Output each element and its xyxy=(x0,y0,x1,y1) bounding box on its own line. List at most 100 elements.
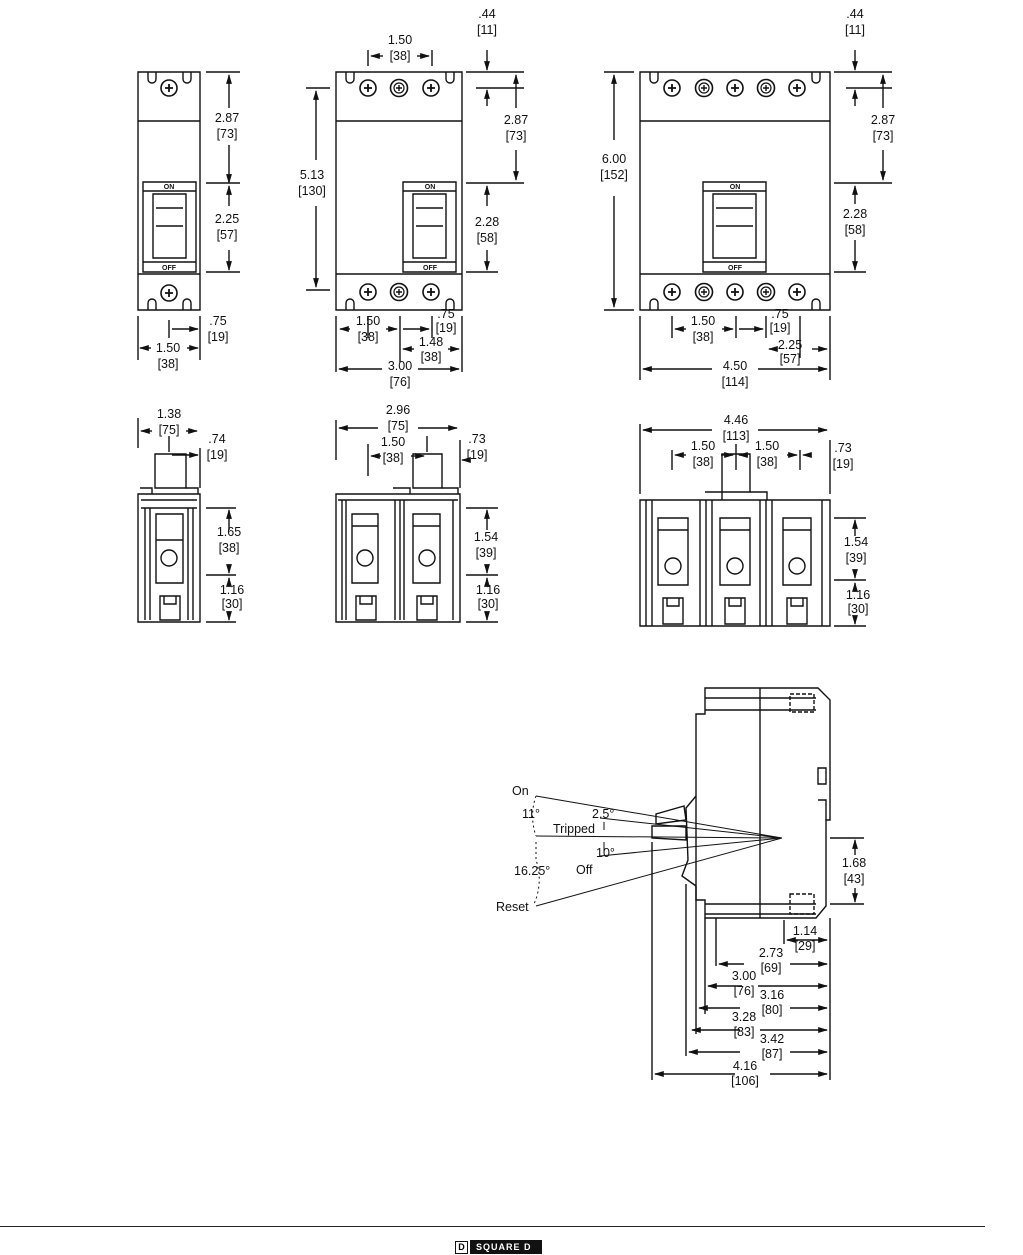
dim-metric: [38] xyxy=(421,350,442,364)
dim-metric: [19] xyxy=(770,321,791,335)
dim-value: 1.48 xyxy=(419,335,443,349)
dim-value: 2.87 xyxy=(871,113,895,127)
lug-icon xyxy=(389,78,409,98)
angle-label: 11° xyxy=(522,807,540,821)
dim-value: 1.16 xyxy=(220,583,244,597)
logo-brand-text: SQUARE D xyxy=(470,1240,542,1254)
dim-value: 2.96 xyxy=(386,403,410,417)
dim-value: .73 xyxy=(468,432,485,446)
three-pole-end-dimensions: 4.46 [113] 1.50 [38] 1.50 [38] .73 [19] … xyxy=(691,413,870,616)
side-view xyxy=(532,687,864,1080)
handle-off-label: OFF xyxy=(162,265,177,272)
dim-value: 1.16 xyxy=(476,583,500,597)
handle-on-label: ON xyxy=(164,184,175,191)
screw-icon xyxy=(663,79,681,97)
dim-value: .75 xyxy=(437,307,454,321)
footer-rule xyxy=(0,1226,985,1227)
dim-value: 2.28 xyxy=(843,207,867,221)
position-off-label: Off xyxy=(576,863,593,877)
dim-metric: [80] xyxy=(762,1003,783,1017)
dim-value: 2.87 xyxy=(504,113,528,127)
position-tripped-label: Tripped xyxy=(553,822,595,836)
dim-value: 2.87 xyxy=(215,111,239,125)
lug-icon xyxy=(756,282,776,302)
dim-value: 1.54 xyxy=(474,530,498,544)
dim-value: 2.28 xyxy=(475,215,499,229)
dim-metric: [38] xyxy=(383,451,404,465)
dim-value: 2.73 xyxy=(759,946,783,960)
one-pole-top-view xyxy=(137,71,240,360)
handle-on-label: ON xyxy=(425,184,436,191)
dim-value: 4.46 xyxy=(724,413,748,427)
dim-value: 2.25 xyxy=(215,212,239,226)
three-pole-top-view xyxy=(604,50,892,380)
screw-icon xyxy=(359,79,377,97)
dim-metric: [19] xyxy=(436,321,457,335)
terminal-screws xyxy=(160,78,806,302)
one-pole-end-view xyxy=(137,418,236,623)
dim-value: 6.00 xyxy=(602,152,626,166)
dim-metric: [113] xyxy=(723,429,750,443)
dim-value: 1.50 xyxy=(388,33,412,47)
two-pole-end-dimensions: 2.96 [75] 1.50 [38] .73 [19] 1.54 [39] 1… xyxy=(381,403,500,611)
dim-value: 2.25 xyxy=(778,338,802,352)
position-reset-label: Reset xyxy=(496,900,529,914)
lug-icon xyxy=(389,282,409,302)
lug-icon xyxy=(694,282,714,302)
dim-value: 1.50 xyxy=(691,439,715,453)
two-pole-end-view xyxy=(335,420,498,623)
dim-value: 3.00 xyxy=(732,969,756,983)
position-on-label: On xyxy=(512,784,529,798)
dim-metric: [39] xyxy=(846,551,867,565)
dim-metric: [75] xyxy=(388,419,409,433)
screw-icon xyxy=(160,79,178,97)
dim-value: 1.50 xyxy=(691,314,715,328)
dim-metric: [73] xyxy=(217,127,238,141)
dim-value: 1.65 xyxy=(217,525,241,539)
dim-value: 4.50 xyxy=(723,359,747,373)
dim-metric: [38] xyxy=(158,357,179,371)
dim-metric: [11] xyxy=(845,23,865,37)
screw-icon xyxy=(160,284,178,302)
screw-icon xyxy=(422,79,440,97)
dim-metric: [114] xyxy=(722,375,749,389)
dim-metric: [38] xyxy=(219,541,240,555)
dim-value: 1.50 xyxy=(755,439,779,453)
dim-value: .44 xyxy=(846,7,863,21)
dim-metric: [30] xyxy=(848,602,869,616)
dim-metric: [76] xyxy=(734,984,755,998)
dim-value: .74 xyxy=(208,432,225,446)
dim-metric: [19] xyxy=(208,330,229,344)
square-d-logo: D SQUARE D xyxy=(455,1239,542,1255)
dim-metric: [19] xyxy=(467,448,488,462)
dim-metric: [30] xyxy=(222,597,243,611)
angle-label: 10° xyxy=(596,846,615,860)
screw-icon xyxy=(788,283,806,301)
dim-value: 1.50 xyxy=(356,314,380,328)
dim-metric: [73] xyxy=(873,129,894,143)
dim-metric: [69] xyxy=(761,961,782,975)
one-pole-top-dimensions: 2.87 [73] 2.25 [57] .75 [19] 1.50 [38] xyxy=(156,111,239,371)
dim-metric: [29] xyxy=(795,939,816,953)
dim-metric: [57] xyxy=(217,228,238,242)
dim-value: 3.16 xyxy=(760,988,784,1002)
dim-metric: [30] xyxy=(478,597,499,611)
dim-value: 3.28 xyxy=(732,1010,756,1024)
dim-metric: [38] xyxy=(757,455,778,469)
dim-value: .73 xyxy=(834,441,851,455)
dim-value: 1.38 xyxy=(157,407,181,421)
angle-label: 2.5° xyxy=(592,807,614,821)
dim-value: 1.16 xyxy=(846,588,870,602)
dim-metric: [83] xyxy=(734,1025,755,1039)
lug-icon xyxy=(756,78,776,98)
dim-value: 1.50 xyxy=(156,341,180,355)
dim-value: 4.16 xyxy=(733,1059,757,1073)
screw-icon xyxy=(359,283,377,301)
dim-metric: [38] xyxy=(390,49,411,63)
dim-metric: [19] xyxy=(833,457,854,471)
one-pole-end-dimensions: 1.38 [75] .74 [19] 1.65 [38] 1.16 [30] xyxy=(157,407,244,611)
dim-value: .75 xyxy=(209,314,226,328)
dim-metric: [19] xyxy=(207,448,228,462)
three-pole-end-view xyxy=(639,424,866,627)
